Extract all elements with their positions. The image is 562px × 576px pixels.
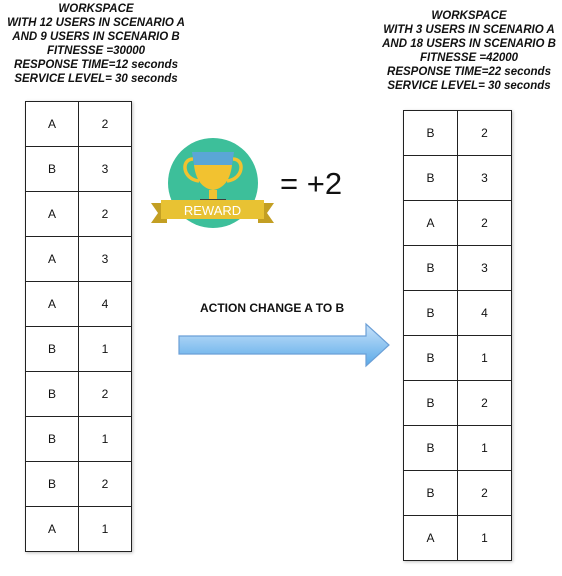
value-cell: 1 [78, 506, 132, 552]
scenario-cell: A [25, 236, 79, 282]
action-label: ACTION CHANGE A TO B [200, 301, 345, 315]
reward-badge: REWARD [151, 138, 274, 228]
scenario-cell: B [25, 461, 79, 507]
right-header-line: FITNESSE =42000 [419, 52, 519, 64]
left-header-line: WORKSPACE [58, 3, 134, 15]
value-cell: 2 [457, 200, 512, 246]
trophy-handle-left [183, 157, 200, 183]
value-cell: 2 [457, 380, 512, 426]
scenario-cell: B [403, 155, 458, 201]
left-header-line: AND 9 USERS IN SCENARIO B [12, 31, 180, 43]
scenario-cell: A [25, 281, 79, 327]
value-cell: 4 [457, 290, 512, 336]
scenario-cell: A [25, 191, 79, 237]
right-workspace-header: WORKSPACE WITH 3 USERS IN SCENARIO A AND… [376, 9, 562, 93]
left-header-line: SERVICE LEVEL= 30 seconds [14, 73, 178, 85]
scenario-cell: B [25, 416, 79, 462]
trophy-stem [209, 190, 217, 200]
scenario-cell: B [403, 290, 458, 336]
trophy-icon [183, 152, 243, 207]
scenario-cell: A [403, 200, 458, 246]
value-cell: 3 [78, 146, 132, 192]
right-arrow-icon [178, 322, 390, 368]
value-cell: 2 [78, 461, 132, 507]
reward-value: = +2 [280, 166, 343, 201]
right-header-line: AND 18 USERS IN SCENARIO B [382, 38, 556, 50]
left-workspace-header: WORKSPACE WITH 12 USERS IN SCENARIO A AN… [0, 2, 192, 86]
value-cell: 3 [457, 155, 512, 201]
value-cell: 2 [78, 101, 132, 147]
value-cell: 3 [78, 236, 132, 282]
value-cell: 2 [78, 371, 132, 417]
right-header-line: SERVICE LEVEL= 30 seconds [387, 80, 551, 92]
ribbon-band [161, 200, 264, 219]
scenario-cell: B [25, 371, 79, 417]
scenario-cell: B [403, 425, 458, 471]
scenario-cell: B [403, 110, 458, 156]
arrow-shape [178, 322, 390, 368]
value-cell: 2 [78, 191, 132, 237]
trophy-handle-right [226, 157, 243, 183]
value-cell: 1 [457, 335, 512, 381]
trophy-cup-body [194, 165, 232, 190]
value-cell: 1 [457, 515, 512, 561]
trophy-cup-top [192, 152, 234, 165]
left-header-line: WITH 12 USERS IN SCENARIO A [7, 17, 185, 29]
scenario-cell: B [403, 245, 458, 291]
scenario-cell: A [25, 101, 79, 147]
value-cell: 3 [457, 245, 512, 291]
reward-banner-text: REWARD [184, 203, 241, 218]
scenario-cell: B [25, 146, 79, 192]
value-cell: 1 [457, 425, 512, 471]
right-header-line: RESPONSE TIME=22 seconds [387, 66, 551, 78]
left-header-line: RESPONSE TIME=12 seconds [14, 59, 178, 71]
value-cell: 2 [457, 470, 512, 516]
value-cell: 4 [78, 281, 132, 327]
scenario-cell: B [403, 380, 458, 426]
right-header-line: WORKSPACE [431, 10, 507, 22]
scenario-cell: B [403, 470, 458, 516]
left-header-line: FITNESSE =30000 [46, 45, 146, 57]
value-cell: 2 [457, 110, 512, 156]
right-header-line: WITH 3 USERS IN SCENARIO A [383, 24, 555, 36]
scenario-cell: B [25, 326, 79, 372]
scenario-cell: A [25, 506, 79, 552]
scenario-cell: B [403, 335, 458, 381]
scenario-cell: A [403, 515, 458, 561]
value-cell: 1 [78, 326, 132, 372]
value-cell: 1 [78, 416, 132, 462]
